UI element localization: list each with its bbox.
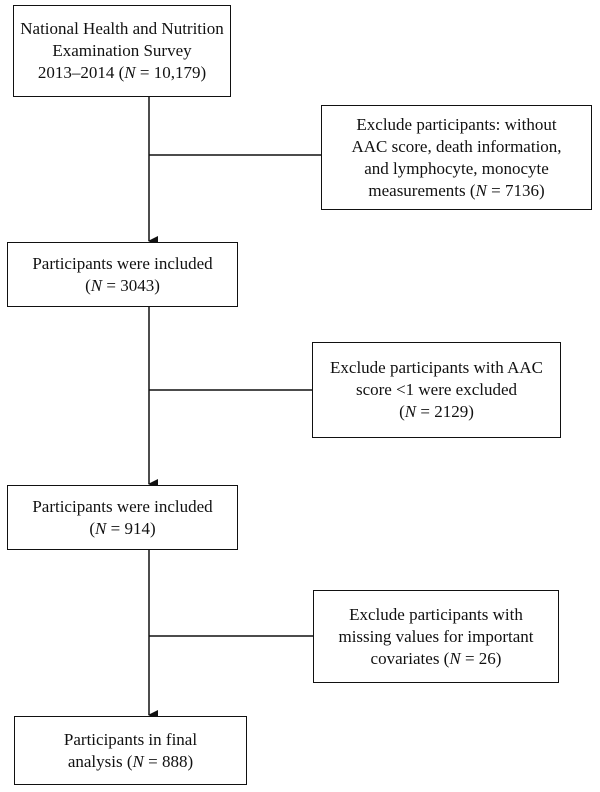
- text-run: score <1 were excluded: [355, 380, 518, 399]
- text-run: National Health and Nutrition: [20, 19, 224, 38]
- text-run: AAC score, death information,: [351, 136, 562, 156]
- text-run: = 888): [143, 751, 194, 771]
- step-line: 2013–2014 (N = 10,179): [20, 62, 223, 84]
- text-run: Exclude participants with AAC: [330, 358, 543, 377]
- text-run: = 10,179): [135, 63, 207, 82]
- text-run: Examination Survey: [52, 41, 192, 60]
- exclusion-line: and lymphocyte, monocyte: [351, 158, 561, 180]
- step-box-included-1: Participants were included(N = 3043): [7, 242, 238, 307]
- exclusion-line: Exclude participants: without: [351, 114, 561, 136]
- text-run: Participants were included: [32, 253, 213, 273]
- exclusion-box-aac-score: Exclude participants with AAC score <1 we…: [312, 342, 561, 438]
- exclusion-line: missing values for important: [338, 626, 533, 648]
- count-symbol: N: [90, 275, 103, 295]
- exclusion-line: AAC score, death information,: [351, 136, 561, 158]
- text-run: (: [85, 275, 91, 295]
- text-run: and lymphocyte, monocyte: [364, 158, 549, 178]
- text-run: covariates (: [370, 648, 450, 668]
- text-run: = 3043): [102, 275, 160, 295]
- exclusion-line: covariates (N = 26): [338, 648, 533, 670]
- text-run: = 914): [106, 518, 156, 538]
- text-run: missing values for important: [338, 626, 534, 646]
- exclusion-text: Exclude participants with AAC score <1 we…: [330, 357, 543, 423]
- text-run: Exclude participants with: [349, 604, 523, 624]
- exclusion-line: score <1 were excluded: [330, 379, 543, 401]
- exclusion-line: (N = 2129): [330, 401, 543, 423]
- count-symbol: N: [132, 751, 144, 771]
- count-symbol: N: [95, 518, 107, 538]
- text-run: measurements (: [368, 180, 476, 200]
- step-line: (N = 914): [32, 518, 212, 540]
- text-run: Exclude participants: without: [356, 114, 557, 134]
- step-line: Participants in final: [64, 729, 197, 751]
- text-run: = 2129): [416, 402, 474, 421]
- step-line: Participants were included: [32, 496, 212, 518]
- text-run: Participants in final: [63, 729, 198, 749]
- text-run: Participants were included: [32, 496, 213, 516]
- text-run: (: [399, 402, 405, 421]
- count-symbol: N: [449, 648, 461, 668]
- step-box-included-2: Participants were included(N = 914): [7, 485, 238, 550]
- text-run: = 26): [460, 648, 502, 668]
- text-run: = 7136): [486, 180, 545, 200]
- step-line: Examination Survey: [20, 40, 223, 62]
- count-symbol: N: [475, 180, 487, 200]
- step-line: Participants were included: [32, 253, 212, 275]
- exclusion-line: Exclude participants with: [338, 604, 533, 626]
- text-run: 2013–2014 (: [37, 63, 125, 82]
- step-line: (N = 3043): [32, 275, 212, 297]
- text-run: (: [89, 518, 96, 538]
- text-run: analysis (: [67, 751, 133, 771]
- step-line: analysis (N = 888): [64, 751, 197, 773]
- step-line: National Health and Nutrition: [20, 18, 223, 40]
- exclusion-line: measurements (N = 7136): [351, 180, 561, 202]
- step-text: Participants were included(N = 914): [32, 496, 212, 540]
- exclusion-line: Exclude participants with AAC: [330, 357, 543, 379]
- count-symbol: N: [404, 402, 417, 421]
- count-symbol: N: [124, 63, 136, 82]
- step-text: Participants were included(N = 3043): [32, 253, 212, 297]
